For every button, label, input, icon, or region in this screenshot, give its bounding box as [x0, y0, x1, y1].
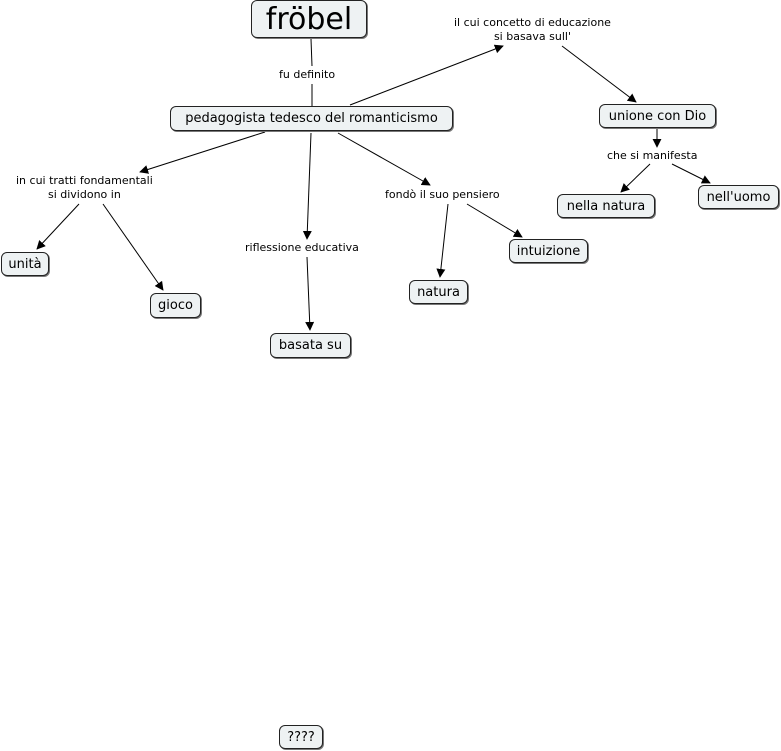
concept-intuizione[interactable]: intuizione	[509, 239, 588, 263]
concept-pedagogista[interactable]: pedagogista tedesco del romanticismo	[170, 106, 453, 131]
line-pedagogista-tratti	[139, 131, 266, 174]
line-pedagogista-fondo	[337, 132, 431, 186]
line-pedagogista-concetto	[349, 44, 504, 106]
link-label-fondo: fondò il suo pensiero	[383, 188, 502, 202]
concept-unita[interactable]: unità	[1, 252, 49, 276]
line-tratti-unita	[36, 203, 80, 250]
concept-frobel[interactable]: fröbel	[251, 0, 367, 38]
concept-gioco[interactable]: gioco	[150, 293, 201, 318]
concept-unknown[interactable]: ????	[279, 725, 323, 749]
concept-basata-su[interactable]: basata su	[270, 333, 351, 358]
concept-nell-uomo[interactable]: nell'uomo	[698, 185, 779, 209]
concept-nella-natura[interactable]: nella natura	[557, 194, 655, 218]
line-frobel-fu-definito	[310, 38, 313, 67]
line-manifesta-nella-natura	[620, 163, 651, 193]
concept-natura[interactable]: natura	[409, 280, 468, 304]
concept-unione-con-dio[interactable]: unione con Dio	[599, 104, 716, 128]
link-label-fu-definito: fu definito	[277, 68, 338, 82]
line-tratti-gioco	[102, 203, 164, 291]
line-pedagogista-riflessione	[302, 132, 312, 240]
line-fondo-natura	[436, 203, 449, 278]
link-label-concetto: il cui concetto di educazione si basava …	[452, 16, 613, 44]
link-label-tratti: in cui tratti fondamentali si dividono i…	[14, 174, 155, 202]
link-label-manifesta: che si manifesta	[605, 149, 700, 163]
line-fondo-intuizione	[466, 203, 523, 238]
link-label-riflessione: riflessione educativa	[243, 241, 361, 255]
line-riflessione-basata	[305, 256, 315, 331]
line-manifesta-nell-uomo	[671, 163, 711, 184]
line-concetto-unione	[561, 45, 637, 103]
